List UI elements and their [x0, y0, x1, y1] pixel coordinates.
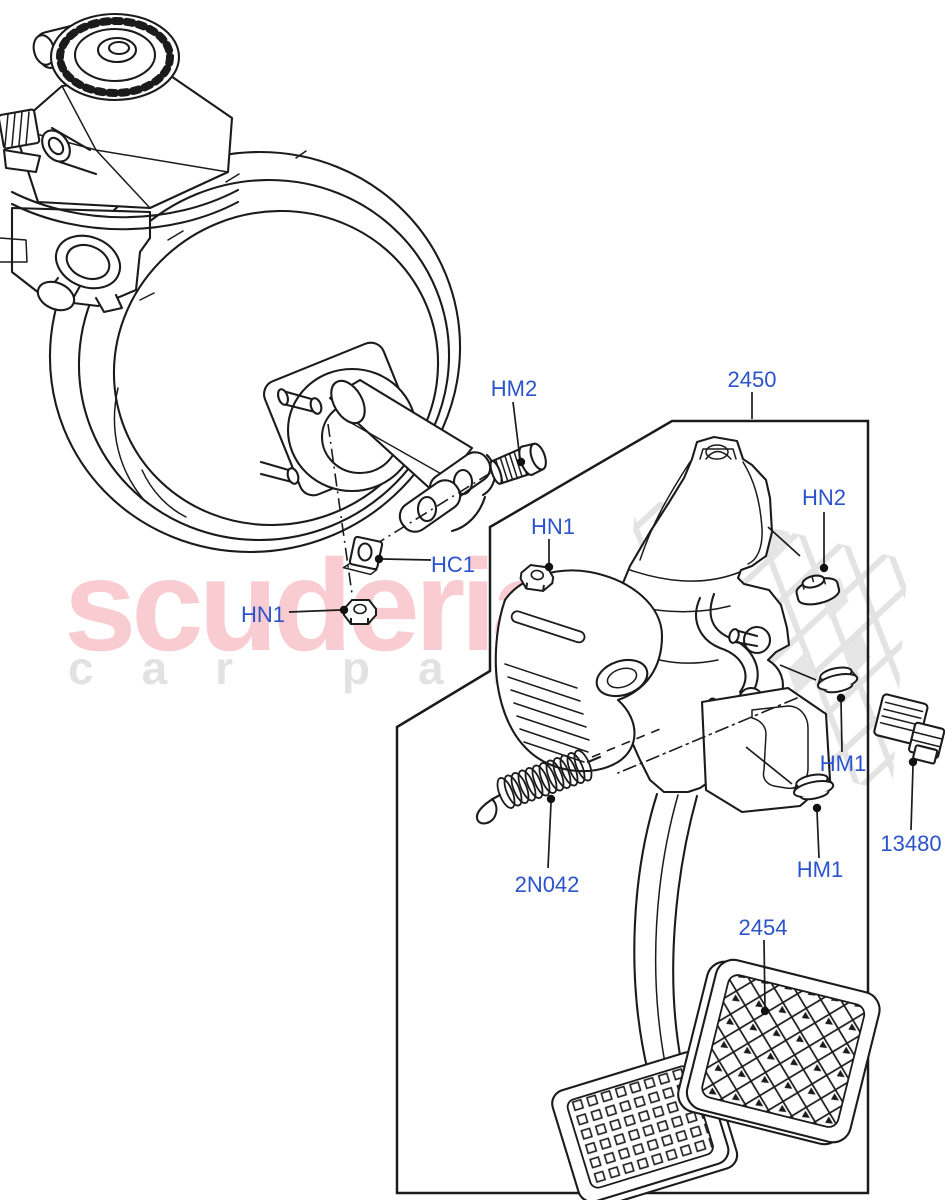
pedal-arm: [633, 792, 699, 1074]
booster-pushrod-clevis: [328, 378, 496, 533]
return-spring-2n042: [475, 749, 602, 825]
nut-hn1-left: [343, 599, 377, 625]
label-2n042[interactable]: 2N042: [515, 872, 580, 897]
label-hm2[interactable]: HM2: [491, 376, 537, 401]
hm1-upper-attachment-line: [779, 664, 817, 681]
spring-attachment-dashes: [591, 728, 661, 758]
label-2450[interactable]: 2450: [728, 367, 777, 392]
reservoir-cap: [32, 12, 181, 102]
brake-booster: [48, 150, 462, 554]
switch-13480: [873, 693, 945, 765]
label-hn2[interactable]: HN2: [802, 485, 846, 510]
watermark-brand-text: scuderia: [64, 532, 565, 678]
label-hc1[interactable]: HC1: [431, 552, 475, 577]
label-hm1-upper[interactable]: HM1: [820, 751, 866, 776]
leader-lines: [288, 392, 918, 1016]
label-hn1-left[interactable]: HN1: [241, 602, 285, 627]
nut-hn2: [795, 574, 841, 606]
stud-axis-line: [327, 423, 353, 595]
part-labels: HM2 2450 HC1 HN1 HN1 HN2 HM1 HM1 13480 2…: [241, 367, 942, 940]
hn2-attachment-line: [767, 526, 801, 557]
booster-stud-lower: [259, 460, 300, 485]
pedal-bracket: [494, 435, 832, 814]
booster-stud-upper: [277, 388, 323, 415]
pedal-pad-right-2454: [677, 958, 881, 1146]
pedal-bracket-ribbed-housing: [494, 569, 664, 773]
master-cylinder-reservoir: [0, 12, 240, 314]
fluid-level-connector: [0, 108, 42, 174]
label-hm1-lower[interactable]: HM1: [797, 857, 843, 882]
label-13480[interactable]: 13480: [880, 831, 941, 856]
hm1-lower-attachment-line: [745, 746, 793, 785]
pedal-box-outline-2450: [395, 419, 870, 1195]
label-hn1-inner[interactable]: HN1: [531, 514, 575, 539]
label-2454[interactable]: 2454: [739, 915, 788, 940]
